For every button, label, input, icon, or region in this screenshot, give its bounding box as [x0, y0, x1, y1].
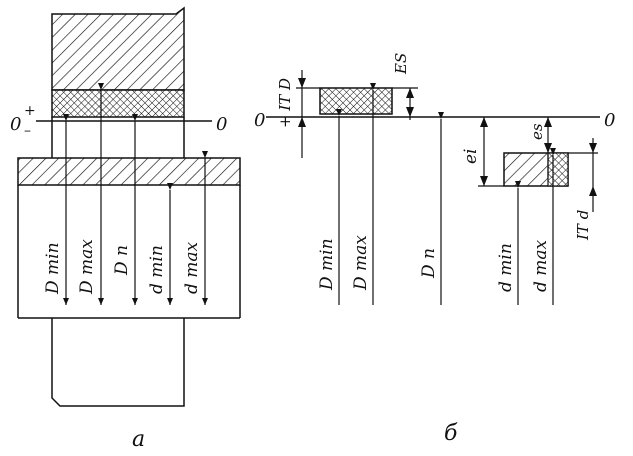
dim-arrows-a — [63, 83, 208, 305]
hole-tolerance-field — [319, 87, 393, 115]
label-dmax-b: d max — [531, 239, 551, 292]
label-Dmax-a: D max — [77, 239, 97, 295]
zero-label-left-b: 0 — [254, 110, 265, 131]
label-Dmin-b: D min — [317, 238, 337, 291]
caption-a: а — [132, 427, 145, 452]
label-Dmax-b: D max — [351, 235, 371, 291]
label-Dn-a: D n — [112, 245, 132, 276]
zero-label-left-a: 0 — [10, 114, 21, 135]
minus-sign: – — [24, 123, 31, 139]
label-ES: ES — [392, 53, 410, 75]
plus-sign: + — [24, 103, 36, 119]
label-es: es — [528, 123, 546, 140]
zero-label-right-a: 0 — [216, 114, 227, 135]
label-dmin-b: d min — [496, 243, 516, 292]
label-Dmin-a: D min — [43, 242, 63, 295]
part-a: 0 + – 0 D min D max D n d min d max а — [10, 6, 241, 452]
label-ITD: + IT D — [276, 78, 294, 128]
label-dmin-a: d min — [147, 245, 167, 294]
part-b: 0 0 + IT D ES D min D max D n ei — [254, 53, 615, 446]
hole-body — [51, 6, 185, 158]
label-dmax-a: d max — [182, 241, 202, 294]
label-Dn-b: D n — [419, 248, 439, 279]
label-ITd: IT d — [574, 210, 592, 241]
label-ei: ei — [461, 149, 481, 165]
zero-label-right-b: 0 — [604, 110, 615, 131]
caption-b: б — [444, 421, 458, 446]
